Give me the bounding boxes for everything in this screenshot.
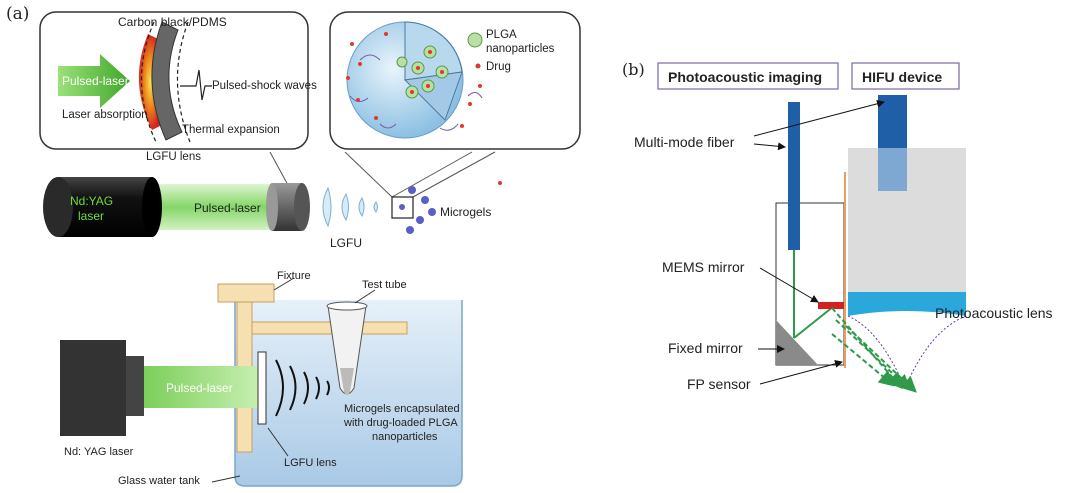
photoacoustic-lens (848, 292, 966, 316)
laser-row: Nd:YAG laser Pulsed-laser LGFU Microgels (43, 177, 502, 250)
header-hifu: HIFU device (862, 69, 942, 85)
experimental-setup: Fixture Test tube Pulsed-laser Nd: YAG l… (60, 270, 463, 487)
fixture-top (217, 283, 275, 303)
header-hifu-box (851, 62, 960, 90)
plga-legend-icon (467, 32, 483, 48)
microgel-text-3: nanoparticles (372, 431, 438, 443)
mems-label: MEMS mirror (662, 259, 745, 275)
fiber-label: Multi-mode fiber (634, 134, 735, 150)
header-pa-box (657, 62, 839, 90)
inset-lens-mechanism: Pulsed-laser Carbon black/PDMS Pulsed-sh… (39, 11, 317, 150)
pa-lens-label: Photoacoustic lens (935, 305, 1053, 321)
lgfu-label: LGFU (330, 236, 362, 250)
setup-lens-label: LGFU lens (284, 457, 337, 469)
setup-beam-label: Pulsed-laser (166, 381, 233, 395)
absorption-zone (138, 34, 162, 130)
thermal-expansion-label: Thermal expansion (182, 124, 280, 136)
carbon-pdms-layer (151, 21, 183, 141)
fixed-mirror-label: Fixed mirror (668, 340, 743, 356)
microgels-label: Microgels (440, 205, 491, 219)
mems-mirror (818, 302, 846, 309)
setup-beam (144, 366, 258, 408)
inset-pulsed-laser-label: Pulsed-laser (62, 74, 129, 88)
fp-sensor-label: FP sensor (687, 376, 751, 392)
nd-yag-laser-box (60, 340, 126, 436)
panel-b-label: (b) (622, 60, 645, 79)
shock-waves-label: Pulsed-shock waves (212, 80, 317, 92)
beam-label: Pulsed-laser (194, 201, 261, 215)
panel-a-label: (a) (6, 4, 29, 24)
pulsed-laser-arrow (58, 54, 130, 108)
panel-b-labels: Multi-mode fiber MEMS mirror Fixed mirro… (634, 99, 1053, 392)
microgel-text-1: Microgels encapsulated (344, 403, 460, 415)
laser-absorption-label: Laser absorption (62, 109, 148, 121)
shock-wave-trace (180, 69, 212, 101)
pa-hifu-probe (775, 95, 967, 393)
microgel-text-2: with drug-loaded PLGA (343, 417, 458, 429)
inset-lens-caption: LGFU lens (146, 151, 201, 163)
fixture-label: Fixture (277, 270, 311, 282)
setup-lgfu-lens (257, 351, 267, 425)
fixed-mirror (776, 320, 818, 365)
tank-label: Glass water tank (118, 475, 200, 487)
setup-laser-label: Nd: YAG laser (64, 446, 134, 458)
drug-legend-icon (475, 63, 481, 69)
header-photoacoustic: Photoacoustic imaging (668, 69, 822, 85)
laser-label-line2: laser (78, 209, 104, 223)
laser-label-line1: Nd:YAG (70, 194, 113, 208)
multimode-fiber (788, 102, 800, 250)
drug-label: Drug (486, 61, 511, 73)
material-label: Carbon black/PDMS (118, 15, 227, 29)
fixture-arm (251, 321, 408, 335)
test-tube-label: Test tube (362, 279, 407, 291)
